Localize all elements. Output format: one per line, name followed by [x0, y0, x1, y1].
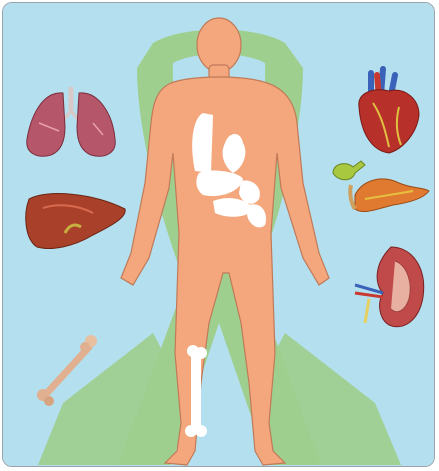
anatomy-illustration	[3, 3, 435, 467]
illustration-frame	[2, 2, 435, 467]
